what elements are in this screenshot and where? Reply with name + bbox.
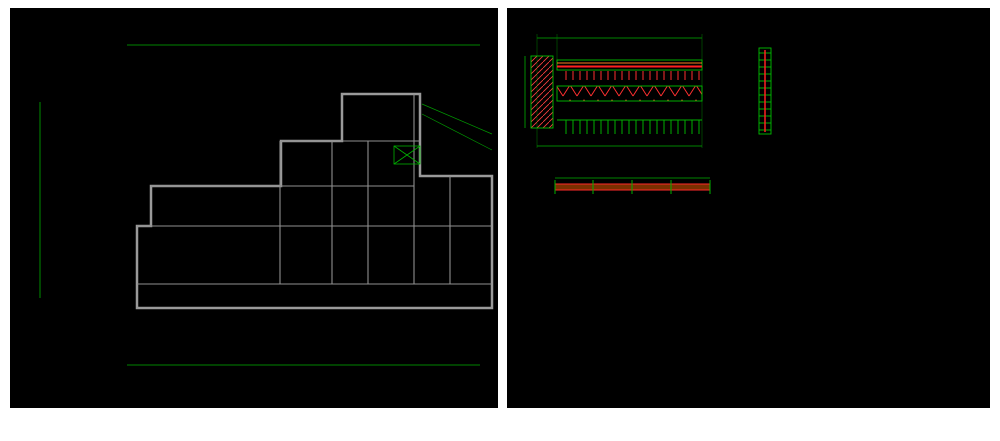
- slab-detail-drawing-panel: [507, 8, 990, 408]
- truss-zigzag: [556, 85, 703, 102]
- end-beam-section: [530, 55, 554, 129]
- left-drawing-title: [10, 412, 498, 438]
- stirrup-ticks: [560, 71, 700, 80]
- shaft-box: [393, 145, 421, 165]
- long-section: [554, 177, 711, 194]
- edge-section-detail: [758, 47, 772, 135]
- protruding-bars: [560, 120, 700, 134]
- leader-lines: [421, 103, 493, 151]
- right-drawing-title: [507, 412, 990, 438]
- slab-detail-sheet: [524, 34, 772, 194]
- slab-layout-plan: [39, 44, 494, 366]
- shaft-opening: [393, 145, 421, 165]
- walls: [135, 92, 494, 310]
- dimension-lines: [39, 44, 480, 366]
- slab-band: [556, 59, 703, 71]
- slab-layout-drawing-panel: [10, 8, 498, 408]
- leader-line: [421, 103, 493, 151]
- outer-wall: [135, 92, 494, 310]
- slab-section-detail: [524, 34, 703, 148]
- support-ticks: [554, 180, 711, 194]
- inner-walls: [137, 94, 492, 285]
- shaft-cross-icon: [393, 145, 421, 165]
